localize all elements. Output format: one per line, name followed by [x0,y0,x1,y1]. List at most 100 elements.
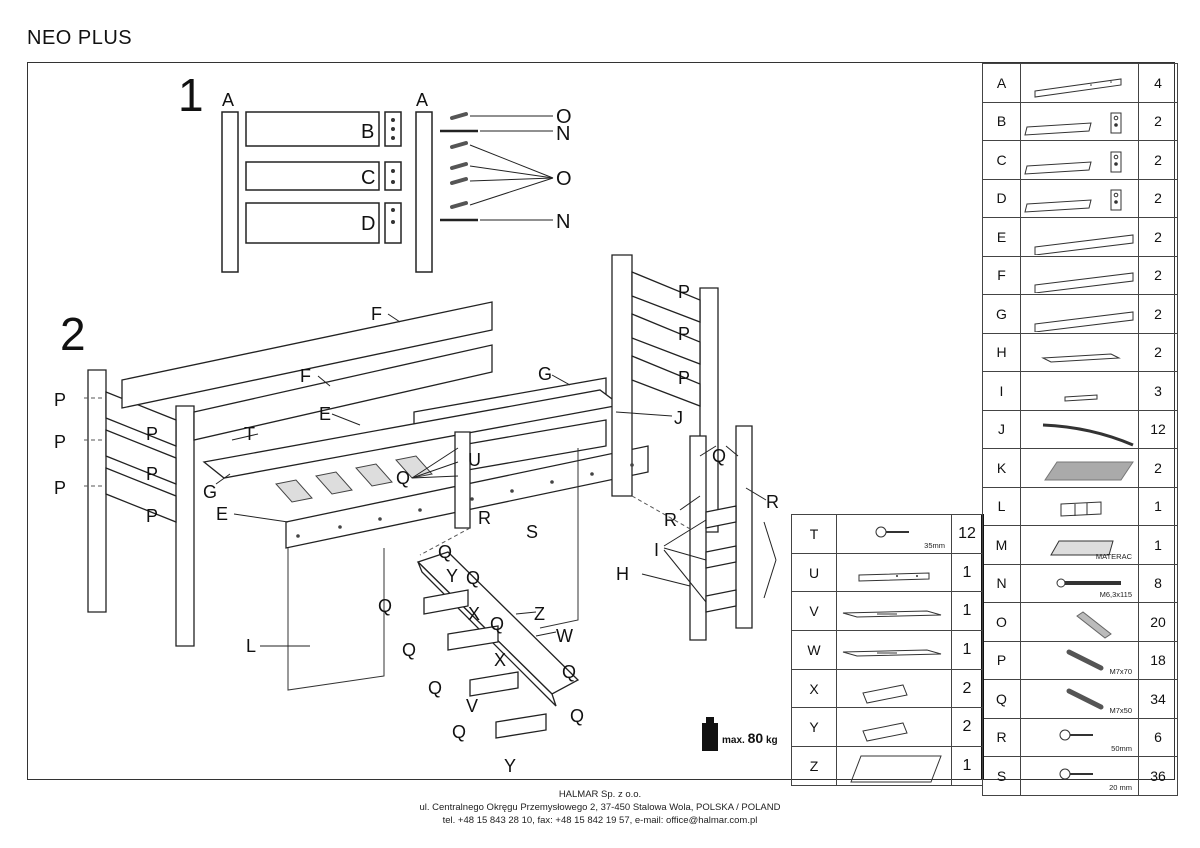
part-illustration [1020,294,1139,334]
part-letter: D [982,178,1021,218]
label-b: B [361,121,374,143]
label-f-2: F [300,366,311,386]
part-illustration: M6,3x115 [1020,563,1139,603]
label-q-6: Q [490,614,504,634]
label-y-1: Y [446,566,458,586]
slat-board-icon [1034,311,1134,332]
part-illustration [1020,140,1139,180]
part-caption: 35mm [924,540,945,550]
part-letter: G [982,294,1021,334]
label-i: I [654,540,659,560]
label-g-1: G [538,364,552,384]
part-letter: Y [791,707,837,748]
slide-board-icon [850,755,942,783]
curved-slat-icon [1042,423,1134,447]
label-q-8: Q [562,662,576,682]
label-q-3: Q [438,542,452,562]
panel-with-holes-icon [1024,112,1122,136]
part-quantity: 1 [951,630,983,670]
footer-address: ul. Centralnego Okręgu Przemysłowego 2, … [419,802,781,813]
part-letter: V [791,591,837,632]
block-icon [862,684,908,704]
part-illustration [836,552,952,593]
label-q-9: Q [428,678,442,698]
part-quantity: 2 [951,707,983,748]
max-load-label: max. 80 kg [722,730,778,746]
footer-contact: tel. +48 15 843 28 10, fax: +48 15 842 1… [442,815,758,826]
part-quantity: 1 [951,591,983,632]
part-quantity: 1 [951,746,983,786]
part-letter: O [982,602,1021,642]
panel-with-holes-icon [1024,189,1122,213]
part-quantity: 4 [1138,63,1178,103]
part-illustration [1020,332,1139,372]
part-caption: M7x50 [1109,705,1132,715]
part-quantity: 18 [1138,640,1178,680]
part-letter: W [791,630,837,670]
part-illustration [836,746,952,786]
part-quantity: 12 [1138,409,1178,449]
part-illustration [1020,602,1139,642]
label-h: H [616,564,629,584]
label-u: U [468,450,481,470]
part-letter: N [982,563,1021,603]
part-row: J 12 [982,409,1178,449]
part-quantity: 2 [1138,178,1178,218]
label-n-2: N [556,211,570,233]
part-letter: Q [982,679,1021,719]
part-quantity: 3 [1138,371,1178,411]
label-a-right: A [416,90,428,110]
part-illustration: M7x50 [1020,679,1139,719]
slide-rail-icon [842,610,942,618]
part-caption: MATERAC [1095,551,1132,561]
label-p-6: P [146,506,158,526]
part-illustration [1020,178,1139,218]
weight-icon [702,717,718,751]
part-illustration [836,668,952,709]
label-p-7: P [678,282,690,302]
slat-board-icon [1034,272,1134,294]
part-quantity: 2 [1138,101,1178,141]
panel-with-holes-icon [1024,151,1122,175]
table-divider [981,514,984,779]
label-y-2: Y [504,756,516,776]
part-letter: J [982,409,1021,449]
part-quantity: 1 [1138,486,1178,526]
part-letter: C [982,140,1021,180]
part-letter: I [982,371,1021,411]
part-quantity: 2 [1138,217,1178,257]
label-w: W [556,626,573,646]
long-rail-icon [1034,78,1122,98]
part-quantity: 2 [1138,448,1178,488]
label-p-5: P [146,464,158,484]
part-quantity: 1 [1138,525,1178,565]
label-f-1: F [371,304,382,324]
post-a-left [221,111,239,273]
part-letter: Z [791,746,837,786]
part-letter: U [791,552,837,593]
part-quantity: 34 [1138,679,1178,719]
part-quantity: 2 [1138,332,1178,372]
part-caption: 50mm [1111,744,1132,754]
label-q-4: Q [466,568,480,588]
part-letter: F [982,255,1021,295]
part-letter: L [982,486,1021,526]
part-illustration: 35mm [836,514,952,554]
panel-d [245,202,380,244]
part-illustration: 50mm [1020,717,1139,757]
curtain-icon [1060,501,1102,517]
